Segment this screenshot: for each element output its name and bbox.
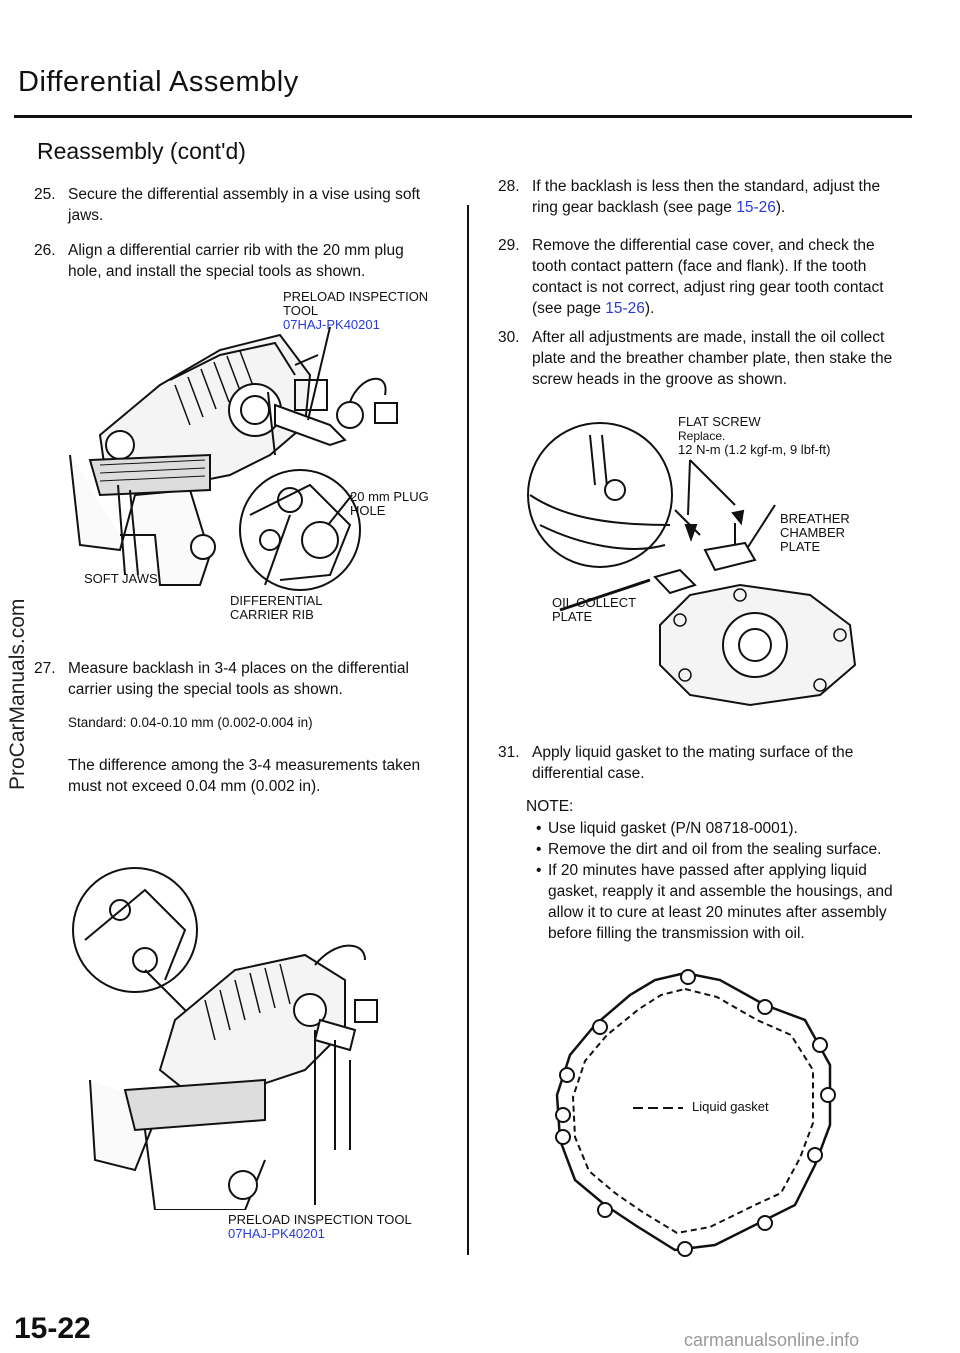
oil-collect-plate-label: OIL COLLECT PLATE: [552, 595, 636, 624]
step-30: 30. After all adjustments are made, inst…: [498, 327, 894, 390]
backlash-standard: Standard: 0.04-0.10 mm (0.002-0.004 in): [68, 715, 313, 730]
step-number: 30.: [498, 329, 520, 346]
page-link[interactable]: 15-26: [736, 199, 776, 216]
preload-tool-label: PRELOAD INSPECTION TOOL 07HAJ-PK40201: [283, 290, 433, 332]
preload-tool-label-2: PRELOAD INSPECTION TOOL 07HAJ-PK40201: [228, 1213, 412, 1241]
note-list: Use liquid gasket (P/N 08718-0001). Remo…: [534, 818, 896, 944]
note-item: Remove the dirt and oil from the sealing…: [534, 839, 896, 860]
step-text-part: ).: [644, 300, 655, 317]
step-text-part: ).: [775, 199, 786, 216]
torque-spec: 12 N-m (1.2 kgf-m, 9 lbf-ft): [678, 442, 831, 457]
step-text: After all adjustments are made, install …: [532, 329, 893, 388]
liquid-gasket-label: Liquid gasket: [692, 1099, 769, 1114]
carrier-rib-label: DIFFERENTIAL CARRIER RIB: [230, 593, 322, 622]
note-title: NOTE:: [526, 798, 574, 815]
note-item: Use liquid gasket (P/N 08718-0001).: [534, 818, 896, 839]
preload-tool-number: 07HAJ-PK40201: [228, 1226, 325, 1241]
title-rule: [14, 115, 912, 118]
step-text: If the backlash is less then the standar…: [532, 176, 894, 218]
step-26: 26. Align a differential carrier rib wit…: [34, 240, 434, 282]
note-item: If 20 minutes have passed after applying…: [534, 860, 896, 944]
replace-note: Replace.: [678, 429, 726, 443]
step-29: 29. Remove the differential case cover, …: [498, 235, 894, 319]
flat-screw-name: FLAT SCREW: [678, 414, 761, 429]
figure-liquid-gasket: [555, 969, 836, 1257]
difference-text: The difference among the 3-4 measurement…: [68, 757, 421, 795]
page-link[interactable]: 15-26: [605, 300, 645, 317]
step-text: Apply liquid gasket to the mating surfac…: [532, 744, 854, 782]
preload-tool-name: PRELOAD INSPECTION TOOL: [283, 289, 429, 318]
difference-note: The difference among the 3-4 measurement…: [68, 755, 438, 797]
step-text: Measure backlash in 3-4 places on the di…: [68, 660, 409, 698]
page-number: 15-22: [14, 1312, 91, 1345]
section-subtitle: Reassembly (cont'd): [37, 138, 246, 164]
breather-plate-label: BREATHER CHAMBER PLATE: [780, 511, 850, 554]
step-28: 28. If the backlash is less then the sta…: [498, 176, 894, 218]
step-27: 27. Measure backlash in 3-4 places on th…: [34, 658, 434, 700]
figure-oil-collect-plate: [527, 422, 857, 707]
side-watermark: ProCarManuals.com: [6, 598, 29, 790]
step-text: Remove the differential case cover, and …: [532, 235, 894, 319]
step-number: 26.: [34, 242, 56, 259]
flat-screw-label: FLAT SCREW Replace. 12 N-m (1.2 kgf-m, 9…: [678, 415, 830, 457]
step-number: 28.: [498, 178, 520, 195]
plug-hole-label: 20 mm PLUG HOLE: [350, 489, 429, 518]
page-title: Differential Assembly: [18, 66, 299, 98]
figure-backlash-measure: [72, 867, 378, 1210]
step-text-part: If the backlash is less then the standar…: [532, 178, 881, 216]
step-number: 25.: [34, 186, 56, 203]
preload-tool-name: PRELOAD INSPECTION TOOL: [228, 1212, 412, 1227]
step-25: 25. Secure the differential assembly in …: [34, 184, 434, 226]
step-text: Secure the differential assembly in a vi…: [68, 186, 421, 224]
preload-tool-number: 07HAJ-PK40201: [283, 317, 380, 332]
column-divider: [467, 205, 469, 1255]
figure-carrier-tool-install: [69, 326, 398, 591]
step-text-part: Remove the differential case cover, and …: [532, 237, 884, 317]
step-number: 29.: [498, 237, 520, 254]
step-number: 27.: [34, 660, 56, 677]
bottom-watermark: carmanualsonline.info: [684, 1330, 860, 1350]
step-number: 31.: [498, 744, 520, 761]
soft-jaws-label: SOFT JAWS: [84, 571, 158, 586]
step-31: 31. Apply liquid gasket to the mating su…: [498, 742, 894, 784]
step-text: Align a differential carrier rib with th…: [68, 242, 404, 280]
